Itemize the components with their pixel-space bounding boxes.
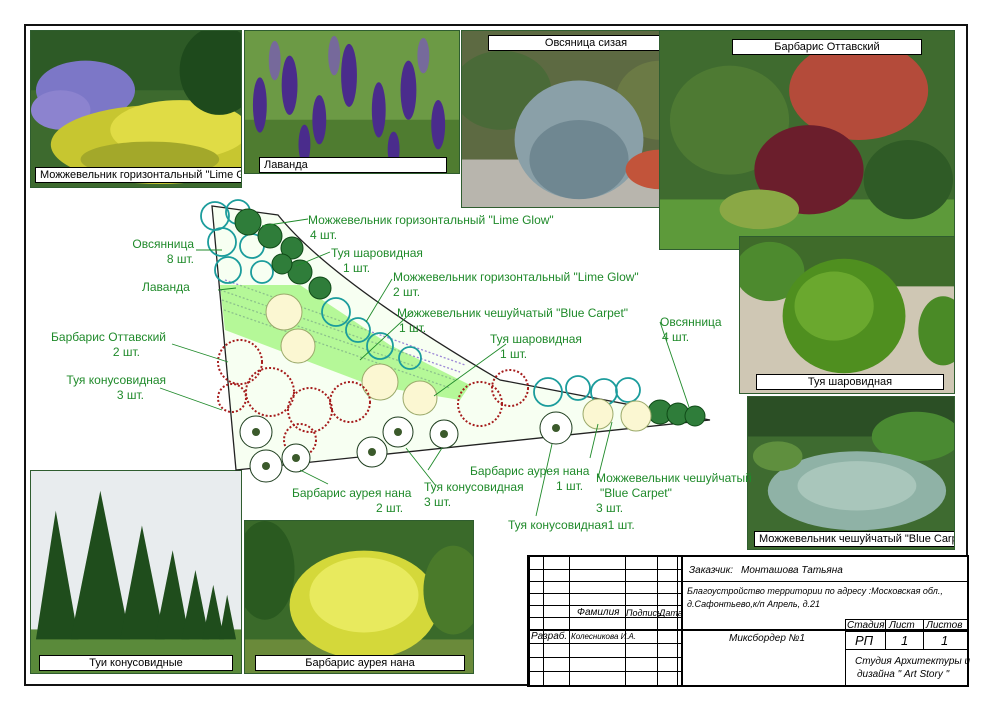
label-barberry-aurea-2: Барбарис аурея нана 2 шт.	[292, 486, 412, 515]
sheet-label: Лист	[889, 620, 915, 631]
project-line-1: Благоустройство территории по адресу :Мо…	[687, 586, 943, 596]
caption-barberry-aurea: Барбарис аурея нана	[255, 655, 465, 671]
label-barberry-aurea-1: Барбарис аурея нана 1 шт.	[470, 464, 590, 493]
photo-thuja-globe: Туя шаровидная	[739, 236, 955, 394]
project-line-2: д.Сафонтьево,к/п Апрель, д.21	[687, 599, 821, 609]
label-thuja-cone-3b: Туя конусовидная 3 шт.	[424, 480, 524, 509]
col-surname: Фамилия	[577, 607, 620, 618]
caption-lavender: Лаванда	[259, 157, 447, 173]
photo-barberry-aurea: Барбарис аурея нана	[244, 520, 474, 674]
label-barberry-ottawa-2: Барбарис Оттавский 2 шт.	[51, 330, 166, 359]
customer-name: Монташова Татьяна	[741, 565, 843, 576]
studio-line-1: Студия Архитектуры и	[855, 656, 971, 667]
caption-barberry-ottawa: Барбарис Оттавский	[732, 39, 922, 55]
caption-lime-glow: Можжевельник горизонтальный "Lime Glow"	[35, 167, 241, 183]
role-label: Разраб.	[531, 631, 568, 642]
studio-line-2: дизайна " Art Story "	[857, 669, 950, 680]
photo-blue-carpet-image	[748, 397, 954, 549]
label-lime-glow-2: Можжевельник горизонтальный "Lime Glow" …	[393, 270, 639, 299]
label-lavender: Лаванда	[142, 280, 190, 294]
label-thuja-cone-1: Туя конусовидная1 шт.	[508, 518, 635, 532]
photo-thuja-globe-image	[740, 237, 954, 393]
col-date: Дата	[659, 608, 683, 618]
caption-thuja-cone: Туи конусовидные	[39, 655, 233, 671]
photo-thuja-cone: Туи конусовидные	[30, 470, 242, 674]
photo-barberry-ottawa-image	[660, 31, 954, 249]
title-block: Заказчик: Монташова Татьяна Благоустройс…	[527, 555, 971, 687]
developer-name: Колесникова И.А.	[571, 632, 637, 641]
photo-lime-glow: Можжевельник горизонтальный "Lime Glow"	[30, 30, 242, 188]
stage-label: Стадия	[847, 620, 885, 631]
label-fescue-8: Овсянница 8 шт.	[132, 237, 194, 266]
caption-blue-carpet: Можжевельник чешуйчатый "Blue Carpet"	[754, 531, 954, 547]
label-lime-glow-4: Можжевельник горизонтальный "Lime Glow" …	[308, 213, 554, 242]
photo-blue-carpet: Можжевельник чешуйчатый "Blue Carpet"	[747, 396, 955, 550]
label-thuja-globe-1a: Туя шаровидная 1 шт.	[331, 246, 423, 275]
photo-thuja-cone-image	[31, 471, 241, 673]
label-fescue-4: Овсянница 4 шт.	[660, 315, 722, 344]
sheets-value: 1	[941, 633, 949, 648]
label-thuja-globe-1b: Туя шаровидная 1 шт.	[490, 332, 582, 361]
caption-fescue: Овсяница сизая	[488, 35, 684, 51]
label-thuja-cone-3: Туя конусовидная 3 шт.	[66, 373, 166, 402]
sheets-label: Листов	[926, 620, 963, 631]
label-blue-carpet-1: Можжевельник чешуйчатый "Blue Carpet" 1 …	[397, 306, 629, 335]
photo-lime-glow-image	[31, 31, 241, 187]
photo-barberry-ottawa: Барбарис Оттавский	[659, 30, 955, 250]
photo-barberry-aurea-image	[245, 521, 473, 673]
photo-lavender-image	[245, 31, 459, 173]
sheet-value: 1	[901, 633, 909, 648]
caption-thuja-globe: Туя шаровидная	[756, 374, 944, 390]
photo-lavender: Лаванда	[244, 30, 460, 174]
customer-label: Заказчик:	[689, 565, 734, 576]
stage-value: РП	[855, 633, 874, 648]
drawing-title: Миксбордер №1	[729, 633, 806, 644]
drawing-frame	[24, 24, 968, 686]
label-blue-carpet-3: Можжевельник чешуйчатый "Blue Carpet" 3 …	[596, 471, 752, 515]
col-sign: Подпись	[626, 608, 662, 618]
